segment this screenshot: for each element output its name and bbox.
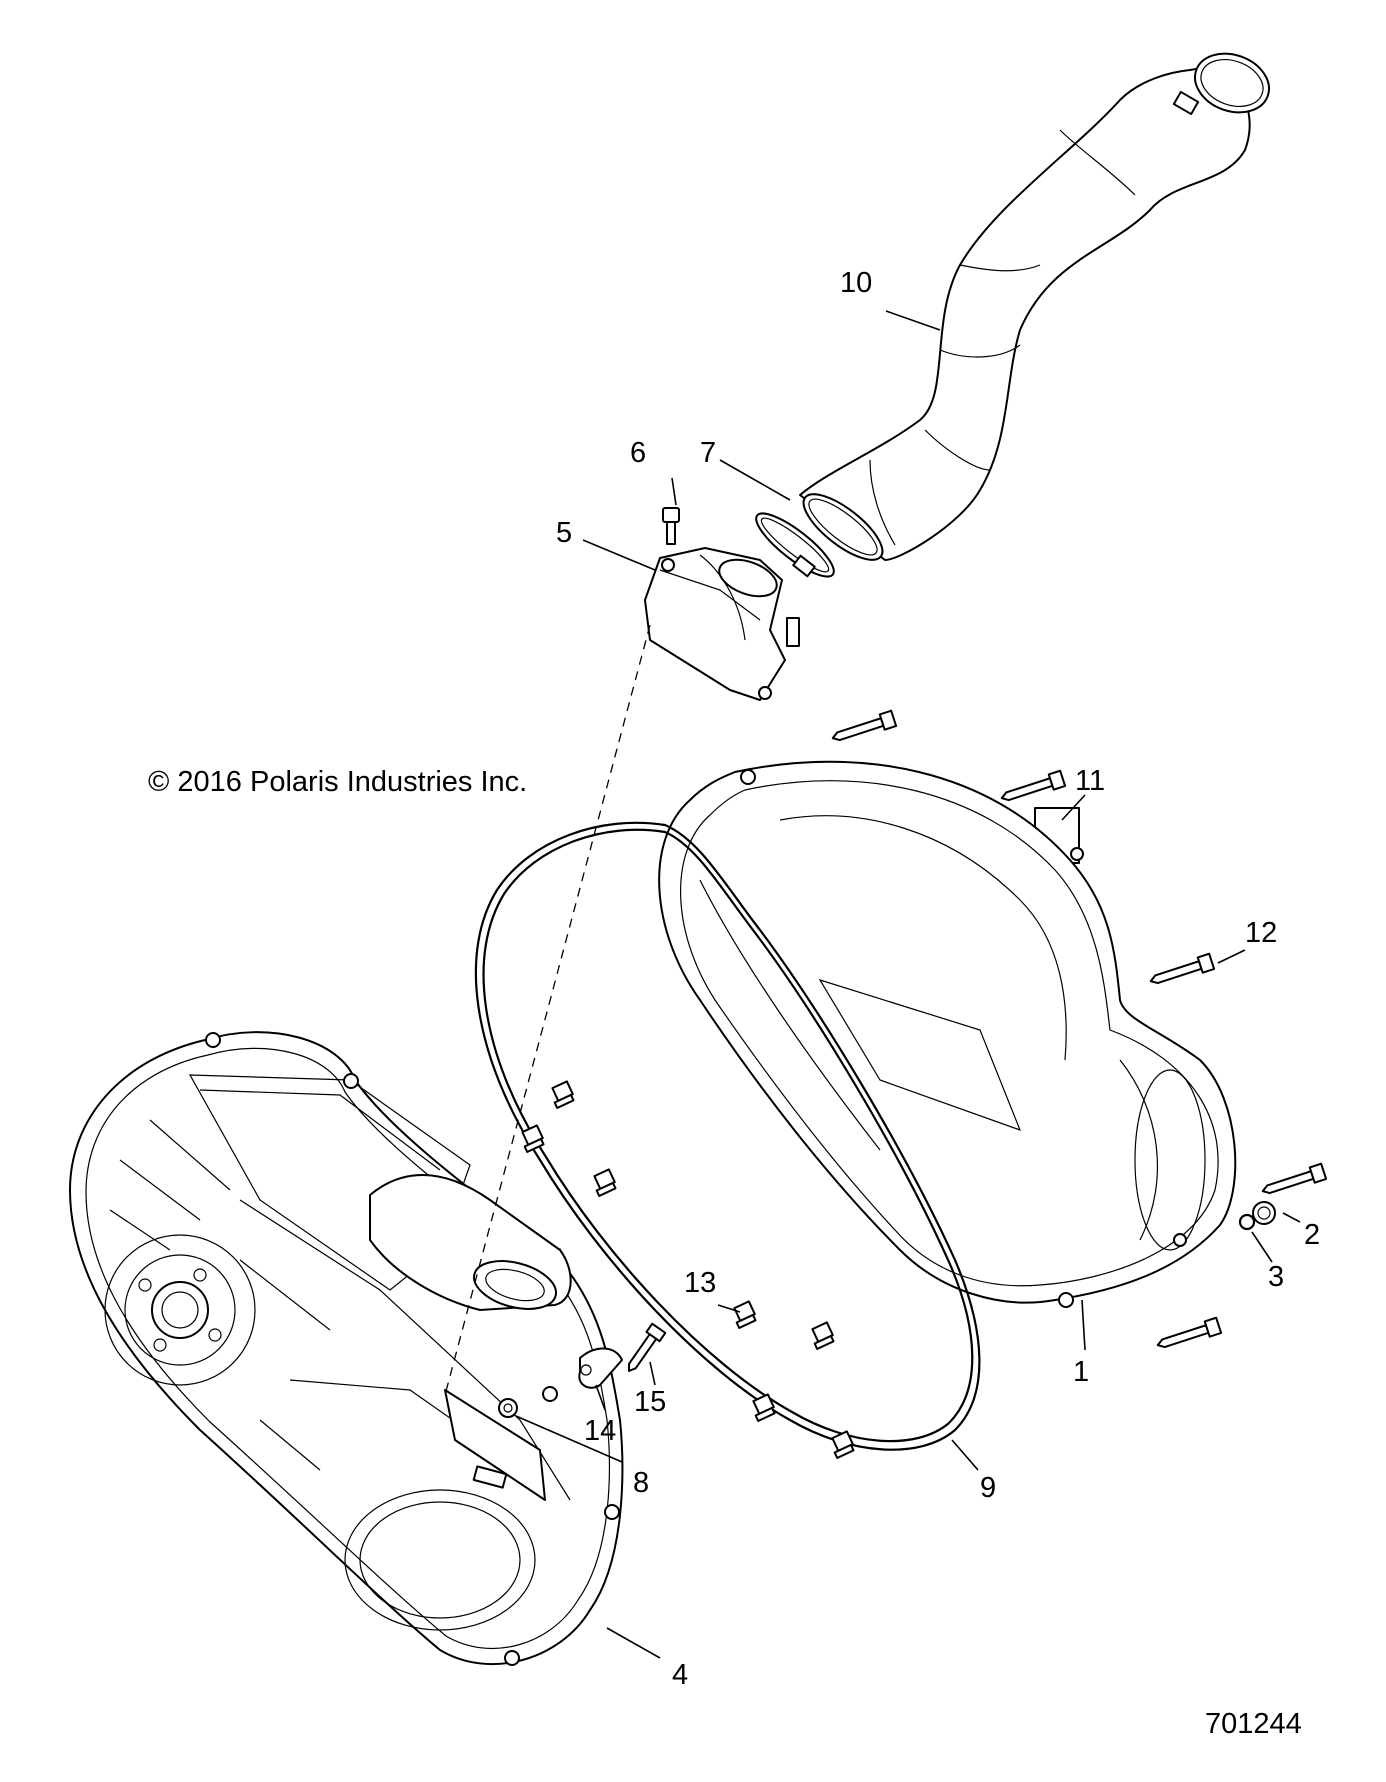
part-2-plug xyxy=(1252,1201,1276,1225)
part-14-clip xyxy=(578,1347,623,1389)
part-12-screws xyxy=(831,709,1328,1349)
callout-14: 14 xyxy=(584,1415,616,1447)
callout-11: 11 xyxy=(1075,765,1105,797)
part-1-inner-clutch-cover xyxy=(658,760,1237,1308)
leader-lines xyxy=(515,310,1301,1659)
callout-15: 15 xyxy=(634,1386,666,1418)
part-3-o-ring xyxy=(1238,1213,1256,1231)
callout-6: 6 xyxy=(630,437,646,469)
callout-labels: 1 2 3 4 5 6 7 8 9 10 11 12 13 14 15 xyxy=(556,267,1320,1691)
part-7-clamp xyxy=(755,512,835,578)
part-10-air-duct xyxy=(799,52,1270,561)
part-15-bolt xyxy=(627,1322,667,1372)
callout-10: 10 xyxy=(840,267,872,299)
part-5-duct-adapter xyxy=(644,547,800,701)
figure-number: 701244 xyxy=(1205,1708,1302,1740)
part-6-bolt xyxy=(662,507,680,545)
callout-13: 13 xyxy=(684,1267,716,1299)
callout-3: 3 xyxy=(1268,1261,1284,1293)
part-4-outer-clutch-cover xyxy=(69,1031,624,1666)
alignment-line xyxy=(444,624,651,1396)
callout-12: 12 xyxy=(1245,917,1277,949)
callout-9: 9 xyxy=(980,1472,996,1504)
callout-7: 7 xyxy=(700,437,716,469)
copyright-notice: © 2016 Polaris Industries Inc. xyxy=(148,766,527,798)
callout-8: 8 xyxy=(633,1467,649,1499)
callout-4: 4 xyxy=(672,1659,688,1691)
callout-1: 1 xyxy=(1073,1356,1089,1388)
callout-2: 2 xyxy=(1304,1219,1320,1251)
callout-5: 5 xyxy=(556,517,572,549)
part-8-nut xyxy=(498,1398,518,1418)
